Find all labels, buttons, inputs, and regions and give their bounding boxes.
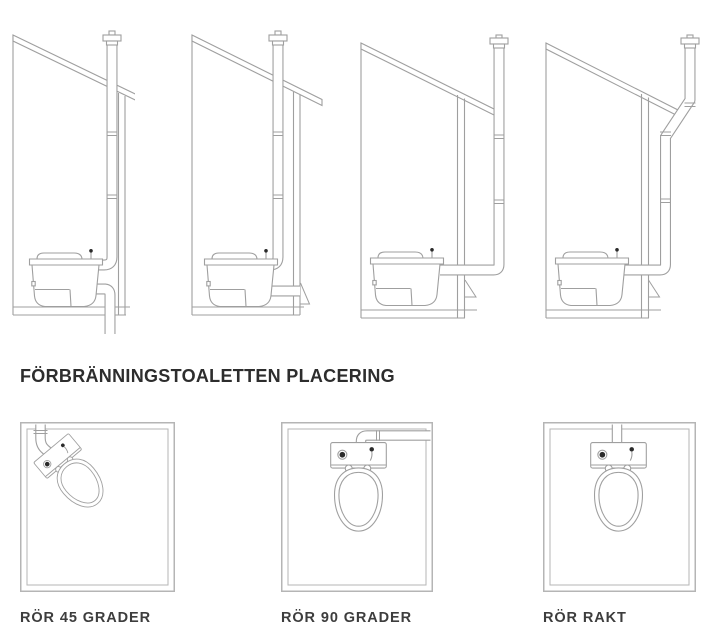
chimney-cap [102,30,122,46]
chimney-cap [680,34,700,49]
installation-diagram-4 [540,33,708,323]
placement-label-45: RÖR 45 GRADER [20,610,151,626]
vent-pipe [95,45,118,271]
placement-diagram-straight: RÖR RAKT [543,422,696,639]
outside-hatch [300,282,311,305]
toilet-top-view [590,442,647,532]
placement-diagram-45: RÖR 45 GRADER [20,422,175,639]
outside-hatch [648,279,661,298]
placement-label-straight: RÖR RAKT [543,610,627,626]
diagram-vent-pipe-inside-through-roof-outlet-through-wall [191,30,323,316]
room-outline [543,422,696,592]
toilet-side-view [28,248,104,308]
toilet-side-view [554,247,630,307]
toilet-side-view [369,247,445,307]
vent-pipe [440,48,505,298]
vent-pipe [621,48,696,298]
floor [361,309,477,319]
chimney-cap [489,34,509,49]
pipe-90-degrees [355,430,431,454]
diagram-top-view-pipe-straight [543,422,696,592]
room-outline [281,422,433,592]
toilet-side-view [203,248,279,308]
installation-diagram-2 [183,8,325,338]
diagram-vent-pipe-outside-wall-straight [360,34,509,319]
roof [360,42,497,117]
diagram-top-view-pipe-45-degrees [20,422,175,592]
floor-outlet-pipe [95,283,116,334]
floor [546,309,661,319]
roof [191,34,323,107]
pipe-45-degrees [33,424,53,457]
roof [545,42,679,117]
installation-diagram-1 [10,8,159,343]
diagram-top-view-pipe-90-degrees [281,422,433,592]
installation-diagram-3 [358,33,510,323]
placement-diagram-90: RÖR 90 GRADER [281,422,433,639]
floor [192,306,304,316]
outside-hatch [464,279,477,298]
chimney-cap [268,30,288,46]
toilet-top-view [330,442,387,532]
placement-label-90: RÖR 90 GRADER [281,610,412,626]
diagram-vent-pipe-inside-through-roof-outlet-below-floor [12,30,159,334]
section-heading: FÖRBRÄNNINGSTOALETTEN PLACERING [20,366,395,386]
diagram-vent-pipe-outside-wall-offset-around-roof [545,34,700,319]
room-outline [20,422,175,592]
